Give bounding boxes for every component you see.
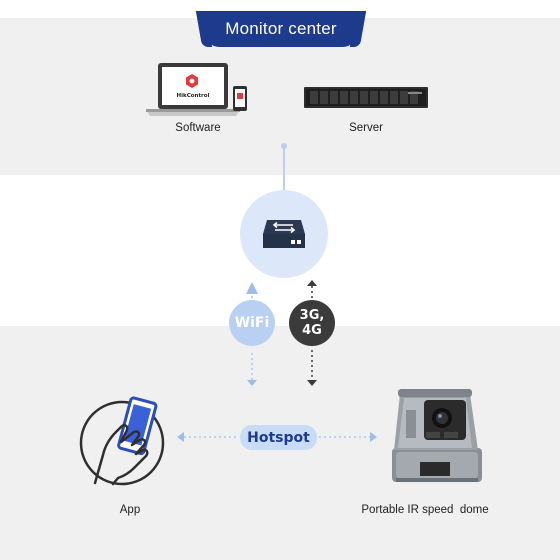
cellular-link — [307, 280, 317, 386]
uplink-line — [281, 143, 287, 190]
hotspot-pill: Hotspot — [240, 425, 317, 450]
laptop-brand-text: HikControl — [177, 93, 210, 99]
laptop-icon — [146, 63, 247, 116]
camera-label: Portable IR speed dome — [361, 504, 489, 516]
monitor-center-title-text: Monitor center — [225, 19, 337, 38]
hotspot-link — [177, 432, 377, 442]
wifi-link — [246, 282, 258, 386]
gateway-node — [240, 190, 328, 278]
cellular-label-line2: 4G — [302, 323, 322, 338]
wifi-node: WiFi — [229, 300, 275, 346]
hotspot-label: Hotspot — [247, 429, 310, 446]
server-icon — [304, 87, 428, 108]
cellular-label-line1: 3G, — [299, 308, 325, 323]
wifi-label: WiFi — [234, 315, 270, 331]
monitor-center-title: Monitor center — [205, 11, 357, 47]
software-label: Software — [175, 122, 221, 134]
speed-dome-camera-icon — [392, 389, 482, 482]
app-label: App — [119, 504, 141, 516]
server-label: Server — [349, 122, 383, 134]
phone-hand-icon — [79, 396, 165, 486]
cellular-node: 3G, 4G — [289, 300, 335, 346]
transmission-box-icon — [263, 220, 305, 248]
